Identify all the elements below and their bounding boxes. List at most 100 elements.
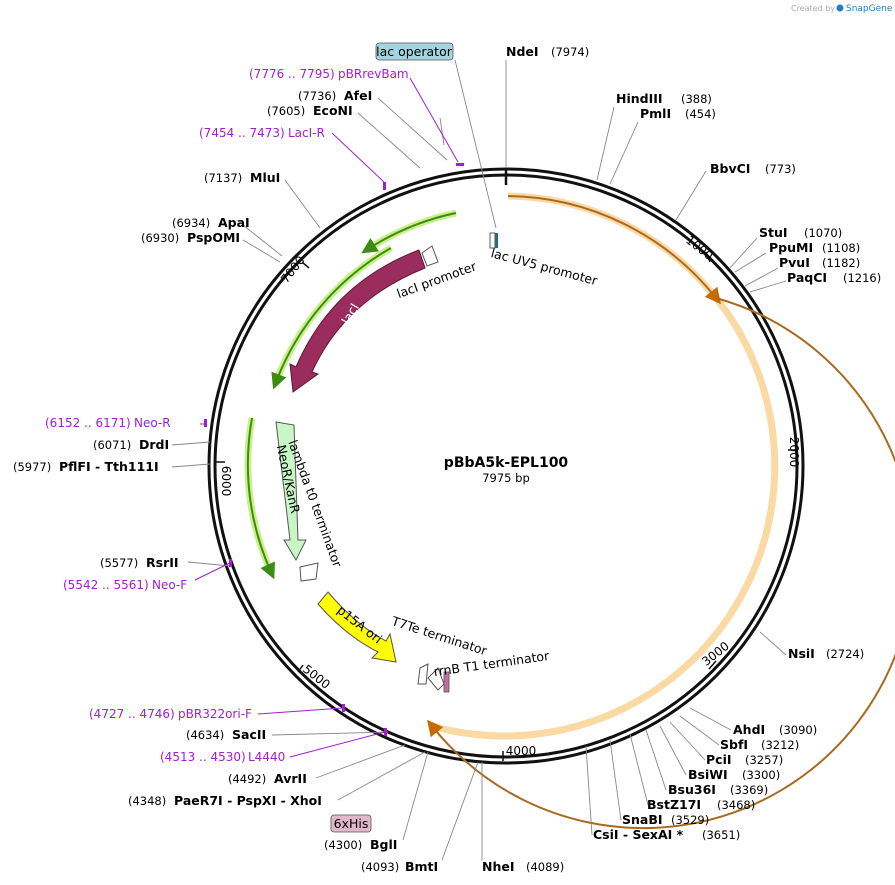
site-name[interactable]: NsiI bbox=[788, 646, 815, 661]
site-name[interactable]: CsiI - SexAI * bbox=[593, 827, 684, 842]
site-name[interactable]: PciI bbox=[706, 752, 732, 767]
lac-operator-feature[interactable] bbox=[495, 233, 498, 248]
site-name[interactable]: ApaI bbox=[218, 215, 250, 230]
lacUV5-promoter-label: lac UV5 promoter bbox=[489, 245, 600, 288]
primer-name[interactable]: Neo-F bbox=[152, 578, 187, 592]
site-name[interactable]: Bsu36I bbox=[668, 782, 716, 797]
primer-marks bbox=[204, 163, 464, 736]
site-pos: (388) bbox=[681, 92, 712, 106]
primer-name[interactable]: pBRrevBam bbox=[338, 67, 409, 81]
orf-arrow-2 bbox=[427, 297, 895, 830]
site-name[interactable]: AvrII bbox=[274, 771, 307, 786]
site-pos: (7974) bbox=[551, 45, 589, 59]
green-orf-halo-1 bbox=[366, 209, 457, 252]
site-pos: (3369) bbox=[730, 783, 768, 797]
ruler bbox=[215, 170, 798, 761]
snapgene-logo-icon bbox=[836, 4, 844, 12]
neoR-feature[interactable] bbox=[275, 421, 307, 562]
site-pos: (1182) bbox=[822, 256, 860, 270]
primer-range: (7454 .. 7473) bbox=[199, 126, 285, 140]
site-pos: (773) bbox=[765, 162, 796, 176]
site-pos: (3468) bbox=[717, 798, 755, 812]
site-pos: (3300) bbox=[742, 768, 780, 782]
ruler-label-2000: 2000 bbox=[787, 437, 801, 468]
site-pos: (3651) bbox=[702, 828, 740, 842]
site-name[interactable]: PvuI bbox=[779, 255, 810, 270]
site-pos: (2724) bbox=[826, 647, 864, 661]
green-orf-2 bbox=[271, 247, 392, 390]
snapgene-brand: SnapGene bbox=[846, 4, 893, 14]
site-name[interactable]: BstZ17I bbox=[647, 797, 701, 812]
green-orf-halo-3 bbox=[244, 417, 275, 574]
site-name[interactable]: NdeI bbox=[506, 44, 539, 59]
six-his-box[interactable] bbox=[330, 814, 372, 833]
green-orf-1 bbox=[361, 212, 457, 254]
t7te-terminator-feature[interactable] bbox=[417, 663, 429, 685]
primer-name[interactable]: Neo-R bbox=[134, 416, 171, 430]
site-pos: (7736) bbox=[298, 89, 336, 103]
six-his-feature[interactable] bbox=[443, 671, 450, 693]
primer-name[interactable]: LacI-R bbox=[288, 126, 325, 140]
site-name[interactable]: SnaBI bbox=[622, 812, 663, 827]
site-name[interactable]: PmlI bbox=[640, 106, 671, 121]
primer-range: (4513 .. 4530) bbox=[160, 750, 246, 764]
site-pos: (3257) bbox=[745, 753, 783, 767]
site-pos: (454) bbox=[685, 107, 716, 121]
site-pos: (6930) bbox=[141, 231, 179, 245]
site-name[interactable]: HindIII bbox=[616, 91, 663, 106]
primer-name[interactable]: L4440 bbox=[248, 750, 285, 764]
site-name[interactable]: BbvCI bbox=[710, 161, 750, 176]
lac-operator-box[interactable] bbox=[375, 42, 454, 61]
site-name[interactable]: BmtI bbox=[405, 859, 438, 874]
site-pos: (3529) bbox=[671, 813, 709, 827]
site-pos: (1216) bbox=[843, 271, 881, 285]
site-name[interactable]: BglI bbox=[370, 837, 397, 852]
site-name[interactable]: DrdI bbox=[139, 437, 169, 452]
connector-lines bbox=[171, 59, 787, 861]
site-pos: (4492) bbox=[228, 772, 266, 786]
site-pos: (6071) bbox=[93, 438, 131, 452]
p15A-ori-feature[interactable] bbox=[317, 591, 397, 663]
primer-range: (7776 .. 7795) bbox=[249, 67, 335, 81]
site-name[interactable]: EcoNI bbox=[313, 103, 353, 118]
lac-operator-label: lac operator bbox=[376, 44, 453, 59]
six-his-label: 6xHis bbox=[334, 816, 369, 831]
primer-labels: (7776 .. 7795) pBRrevBam (7454 .. 7473) … bbox=[45, 67, 409, 764]
site-name[interactable]: NheI bbox=[482, 859, 515, 874]
lambda-t0-feature[interactable] bbox=[299, 562, 319, 582]
plasmid-name: pBbA5k-EPL100 bbox=[444, 455, 569, 471]
site-name[interactable]: StuI bbox=[759, 225, 788, 240]
site-name[interactable]: PpuMI bbox=[769, 240, 813, 255]
site-pos: (3212) bbox=[761, 738, 799, 752]
restriction-site-labels: NdeI (7974) HindIII (388) PmlI (454) Bbv… bbox=[13, 44, 881, 874]
ruler-label-4000: 4000 bbox=[506, 744, 537, 758]
site-name[interactable]: AhdI bbox=[733, 722, 765, 737]
site-pos: (5577) bbox=[100, 556, 138, 570]
site-pos: (4300) bbox=[324, 838, 362, 852]
site-name[interactable]: AfeI bbox=[344, 88, 372, 103]
site-pos: (4634) bbox=[186, 728, 224, 742]
site-name[interactable]: RsrII bbox=[146, 555, 179, 570]
site-name[interactable]: PaqCI bbox=[787, 270, 827, 285]
site-pos: (4348) bbox=[128, 794, 166, 808]
lacI-promoter-feature[interactable] bbox=[421, 245, 439, 267]
site-name[interactable]: MluI bbox=[250, 170, 280, 185]
site-pos: (4089) bbox=[526, 860, 564, 874]
site-name[interactable]: BsiWI bbox=[688, 767, 728, 782]
site-name[interactable]: SacII bbox=[232, 727, 266, 742]
backbone-outer bbox=[207, 167, 805, 765]
site-pos: (7605) bbox=[267, 104, 305, 118]
site-name[interactable]: SbfI bbox=[720, 737, 748, 752]
site-name[interactable]: PaeR7I - PspXI - XhoI bbox=[174, 793, 322, 808]
primer-name[interactable]: pBR322ori-F bbox=[178, 707, 252, 721]
site-pos: (3090) bbox=[779, 723, 817, 737]
primer-range: (5542 .. 5561) bbox=[63, 578, 149, 592]
site-name[interactable]: PspOMI bbox=[187, 230, 240, 245]
primer-connectors bbox=[194, 77, 459, 758]
site-pos: (5977) bbox=[13, 460, 51, 474]
site-name[interactable]: PflFI - Tth111I bbox=[59, 459, 159, 474]
site-pos: (1070) bbox=[804, 226, 842, 240]
lacI-feature[interactable] bbox=[289, 249, 426, 393]
orf-arrow-1 bbox=[507, 195, 721, 305]
primer-range: (4727 .. 4746) bbox=[89, 707, 175, 721]
